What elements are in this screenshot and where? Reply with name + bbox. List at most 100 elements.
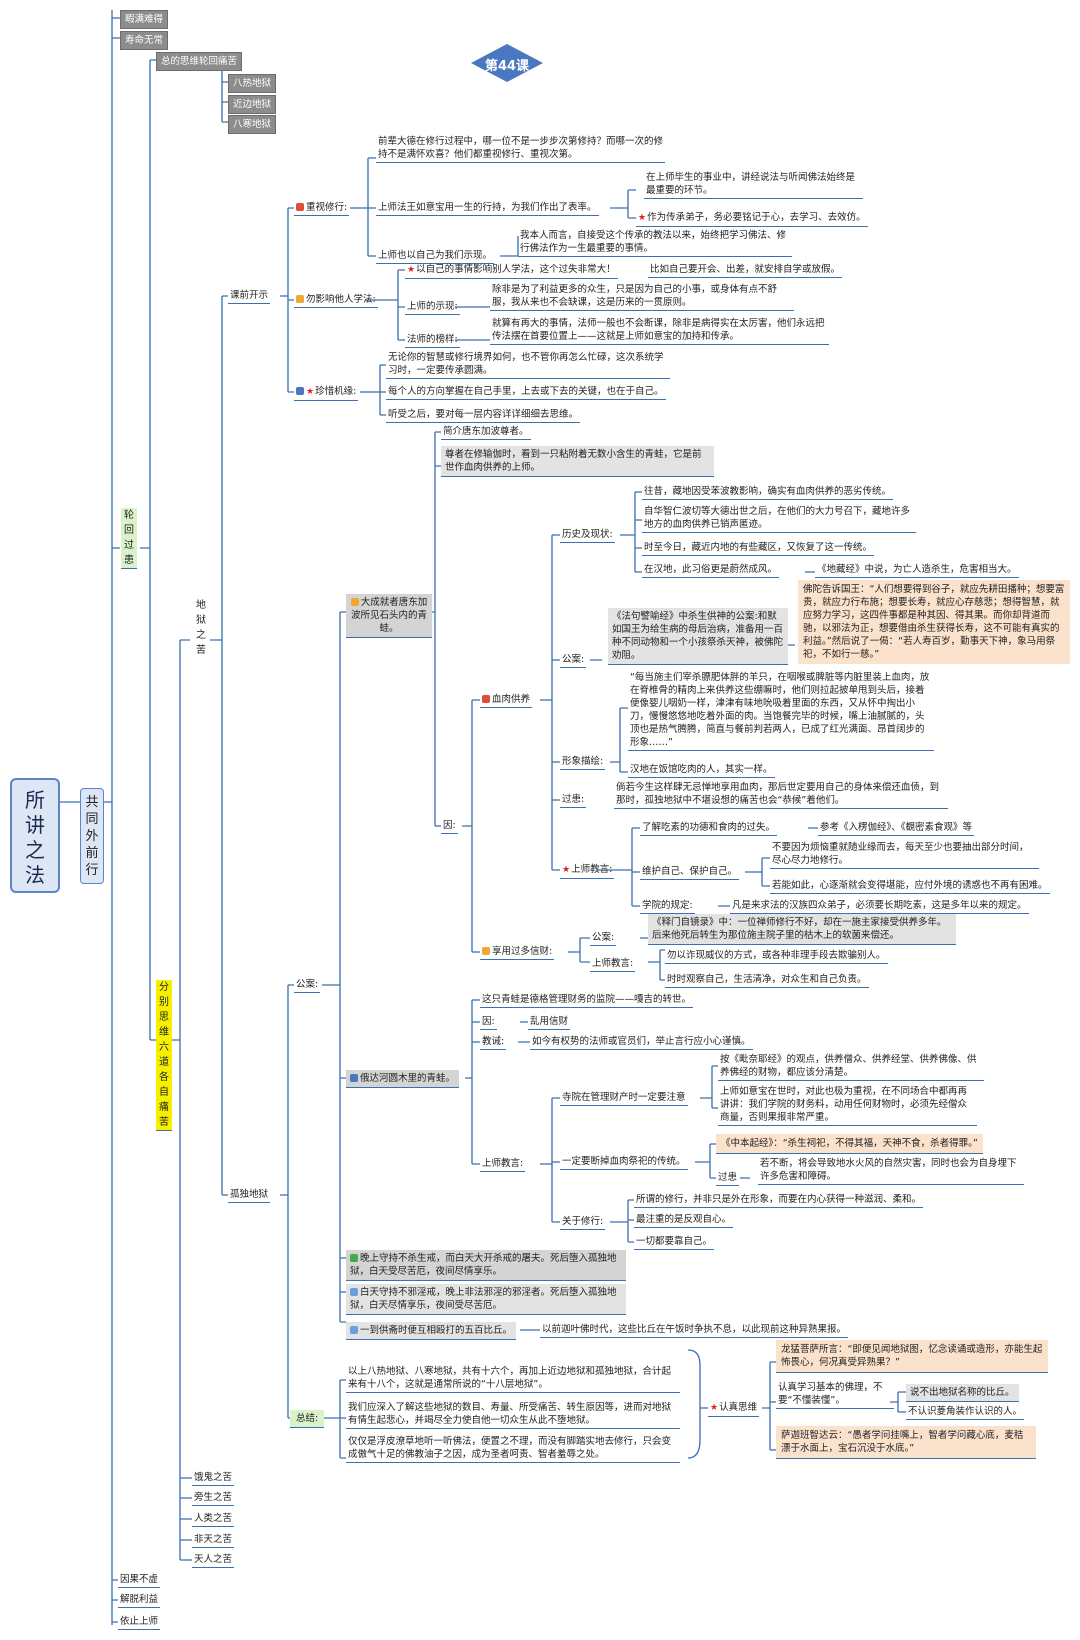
ga4-text: 白天守持不邪淫戒，晚上非法邪淫的邪淫者。死后堕入孤独地狱，白天尽情享乐，夜间受尽… <box>350 1287 617 1311</box>
ga2-dd-quote: 《中本起经》：“杀生祠祀，不得其福，天神不食，杀者得罪。” <box>716 1134 983 1154</box>
xr-gc: 过患: <box>560 792 587 808</box>
xr-ls-1: 自华智仁波切等大德出世之后，在他们的大力号召下，藏地许多地方的血肉供养已销声匿迹… <box>642 504 916 533</box>
realm-3: 非天之苦 <box>192 1532 235 1548</box>
xr-sj-t1: 了解吃素的功德和食肉的过失。 <box>640 820 778 836</box>
zj-rz2a: 说不出地狱名称的比丘。 <box>906 1384 1019 1402</box>
kq-s1-t2a: 在上师毕生的事业中，讲经说法与听闻佛法始终是最重要的环节。 <box>644 170 863 199</box>
ga2-dd-gh-t: 若不断，将会导致地水火风的自然灾害，同时也会为自身埋下许多危害和障碍。 <box>758 1156 1024 1185</box>
kq-s2-label: 勿影响他人学法: <box>306 294 376 305</box>
star-icon: ★ <box>407 265 416 275</box>
xr-node: 血肉供养 <box>480 692 533 708</box>
ga2-dd-gh: 过患 <box>716 1170 740 1186</box>
xr-ls-3: 在汉地，此习俗更是蔚然成风。 <box>642 562 780 578</box>
xy-label: 享用过多信财: <box>492 946 553 957</box>
ga1-label: 大成就者唐东加波所见石头内的青蛙。 <box>350 597 428 634</box>
bottom-1: 解脱利益 <box>118 1592 161 1608</box>
xr-ga-story: 《法句譬喻经》中杀生供神的公案:和默如国王为给生病的母后治病，准备用一百种不同动… <box>608 608 788 665</box>
lunhui-node: 轮回过患 <box>121 508 137 569</box>
xy-node: 享用过多信财: <box>480 944 555 960</box>
star-icon: ★ <box>710 1403 719 1413</box>
realm-1: 旁生之苦 <box>192 1490 235 1506</box>
ga2-label: 俄达河圆木里的青蛙。 <box>360 1073 456 1084</box>
xr-label: 血肉供养 <box>492 694 531 705</box>
priority-4-icon <box>350 1254 358 1262</box>
kq-s3: ★珍惜机缘: <box>294 384 359 401</box>
xr-ls-2: 时至今日，藏近内地的有些藏区，又恢复了这一传统。 <box>642 540 875 556</box>
kq-s2-t3a: 就算有再大的事情，法师一般也不会断课，除非是病得实在太厉害，他们永远把传法摆在首… <box>490 316 829 345</box>
ga2-gy: 关于修行: <box>560 1214 606 1230</box>
lesson-title: 第44课 <box>484 59 530 74</box>
kq-s1-t2b-text: 作为传承弟子，务必要铭记于心，去学习、去效仿。 <box>647 212 866 223</box>
diamond-shape <box>471 44 543 82</box>
xy-ga-t: 《释门自镜录》中：一位禅师修行不好，却在一施主家接受供养多年。后来他死后转生为那… <box>648 914 956 945</box>
zj-t2: 我们应深入了解这些地狱的数目、寿量、所受痛苦、转生原因等，进而对地狱有情生起悲心… <box>346 1400 680 1429</box>
zj-rz: ★认真思维 <box>708 1400 760 1417</box>
lesson-title-badge: 第44课 <box>470 43 544 83</box>
zongde-node: 总的思维轮回痛苦 <box>156 52 243 71</box>
kq-s1-t1: 前辈大德在修行过程中，哪一位不是一步步次第修持？而哪一次的修持不是满怀欢喜？他们… <box>376 134 665 163</box>
xr-gc-t1: 倘若今生这样肆无忌惮地享用血肉，那后世定要用自己的身体来偿还血债，到那时，孤独地… <box>614 780 948 809</box>
xr-sj-t3a: 凡是来求法的汉族四众弟子，必须要长期吃素，这是多年以来的规定。 <box>730 898 1029 914</box>
xr-sj-label: 上师教言: <box>571 864 613 875</box>
fenbie-node: 分别思维六道各自痛苦 <box>156 980 172 1131</box>
ga5-t: 以前迦叶佛时代，这些比丘在午饭时争执不息，以此现前这种异熟果报。 <box>540 1322 849 1338</box>
ga1-node: 大成就者唐东加波所见石头内的青蛙。 <box>346 594 432 638</box>
topic-0: 暇满难得 <box>120 10 169 29</box>
ga1-intro: 简介唐东加波尊者。 <box>441 424 531 440</box>
priority-1-icon <box>296 203 304 211</box>
priority-2-icon <box>482 947 490 955</box>
star-icon: ★ <box>562 865 571 875</box>
ga2-jj-t: 如今有权势的法师或官员们，举止言行应小心谨慎。 <box>530 1034 753 1050</box>
ga2-gy-t2: 最注重的是反观自心。 <box>634 1212 734 1228</box>
xr-sj-t3: 学院的规定: <box>640 898 695 914</box>
ga5-text: 一到供斋时便互相殴打的五百比丘。 <box>360 1325 513 1336</box>
gd-node: 孤独地狱 <box>228 1187 271 1203</box>
kq-s2: 勿影响他人学法: <box>294 292 378 308</box>
zj-t3: 仅仅是浮皮潦草地听一听佛法，便置之不理，而没有脚踏实地去修行，只会变成傲气十足的… <box>346 1434 680 1463</box>
hell-2: 八寒地狱 <box>228 115 277 134</box>
ga2-dd: 一定要断掉血肉祭祀的传统。 <box>560 1154 688 1170</box>
zj-rz1: 龙猛菩萨所言：“即便见闻地狱图，忆念读诵或造形，亦能生起怖畏心，何况真受异熟果？… <box>776 1340 1048 1373</box>
topic-1: 寿命无常 <box>120 31 169 50</box>
root-node: 所讲之法 <box>10 778 60 893</box>
ga2-sm: 寺院在管理财产时一定要注意 <box>560 1090 688 1106</box>
zj-rz2b: 不认识菱角装作认识的人。 <box>906 1404 1025 1420</box>
ga2-yin: 因: <box>480 1014 497 1030</box>
zj-t1: 以上八热地狱、八寒地狱，共有十六个，再加上近边地狱和孤独地狱，合计起来有十八个，… <box>346 1364 680 1393</box>
kq-s3-t2: 每个人的方向掌握在自己手里，上去或下去的关键，也在于自己。 <box>386 384 666 400</box>
kq-s2-t2: 上师的示现: <box>405 299 460 315</box>
realm-4: 天人之苦 <box>192 1552 235 1568</box>
ga2-gy-t1: 所谓的修行，并非只是外在形象，而要在内心获得一种滋润、柔和。 <box>634 1192 924 1208</box>
ga2-t1: 这只青蛙是德格管理财务的监院——嘎吉的转世。 <box>480 992 694 1008</box>
kq-s1-label: 重视修行: <box>306 202 348 213</box>
ga4-node: 白天守持不邪淫戒，晚上非法邪淫的邪淫者。死后堕入孤独地狱，白天尽情享乐，夜间受尽… <box>346 1284 626 1315</box>
kq-s2-t1a: 比如自己要开会、出差，就安排自学或放假。 <box>648 262 843 278</box>
xr-ls: 历史及现状: <box>560 527 615 543</box>
ga1-story: 尊者在修输伽时，看到一只粘附着无数小含生的青蛙，它是前世作血肉供养的上师。 <box>441 446 714 477</box>
kq-s1-t3: 上师也以自己为我们示现。 <box>376 248 495 264</box>
zj-rz3: 萨迦班智达云：“愚者学问挂嘴上，智者学问藏心底，麦秸漂于水面上，宝石沉没于水底。… <box>776 1426 1036 1459</box>
priority-1-icon <box>482 695 490 703</box>
level1-label: 共同外前行 <box>85 795 99 878</box>
xr-ls-ref: 《地藏经》中说，为亡人造杀生，危害相当大。 <box>815 562 1019 578</box>
xr-sj-t2: 维护自己、保护自己。 <box>640 864 740 880</box>
ga3-text: 晚上守持不杀生戒，而白天大开杀戒的屠夫。死后堕入孤独地狱，白天受尽苦厄，夜间尽情… <box>350 1253 617 1277</box>
zj-rz-label: 认真思维 <box>719 1402 758 1413</box>
ga3-node: 晚上守持不杀生戒，而白天大开杀戒的屠夫。死后堕入孤独地狱，白天受尽苦厄，夜间尽情… <box>346 1250 626 1281</box>
priority-3-icon <box>350 1074 358 1082</box>
kq-s1: 重视修行: <box>294 200 350 216</box>
ga2-yin-t: 乱用信财 <box>528 1014 571 1030</box>
kq-s1-t2: 上师法王如意宝用一生的行持，为我们作出了表率。 <box>376 200 599 216</box>
xr-xx-t2: 汉地在饭馆吃肉的人，其实一样。 <box>628 762 775 778</box>
star-icon: ★ <box>306 387 315 397</box>
kq-s2-t1: ★以自己的事情影响别人学法，这个过失非常大！ <box>405 262 618 279</box>
ga2-sj: 上师教言: <box>480 1156 526 1172</box>
priority-3-icon <box>296 387 304 395</box>
kq-s1-t3a: 我本人而言，自接受这个传承的教法以来，始终把学习佛法、修行佛法作为一生最重要的事… <box>518 228 792 257</box>
ga2-sm-t1: 按《毗奈耶经》的观点，供养僧众、供养经堂、供养佛像、供养佛经的财物，都应该分清楚… <box>718 1052 984 1081</box>
priority-2-icon <box>350 598 359 606</box>
xr-xx: 形象描绘: <box>560 754 606 770</box>
xr-ls-0: 往昔，藏地因受苯波教影响，确实有血肉供养的恶劣传统。 <box>642 484 894 500</box>
level1-node: 共同外前行 <box>80 788 104 884</box>
